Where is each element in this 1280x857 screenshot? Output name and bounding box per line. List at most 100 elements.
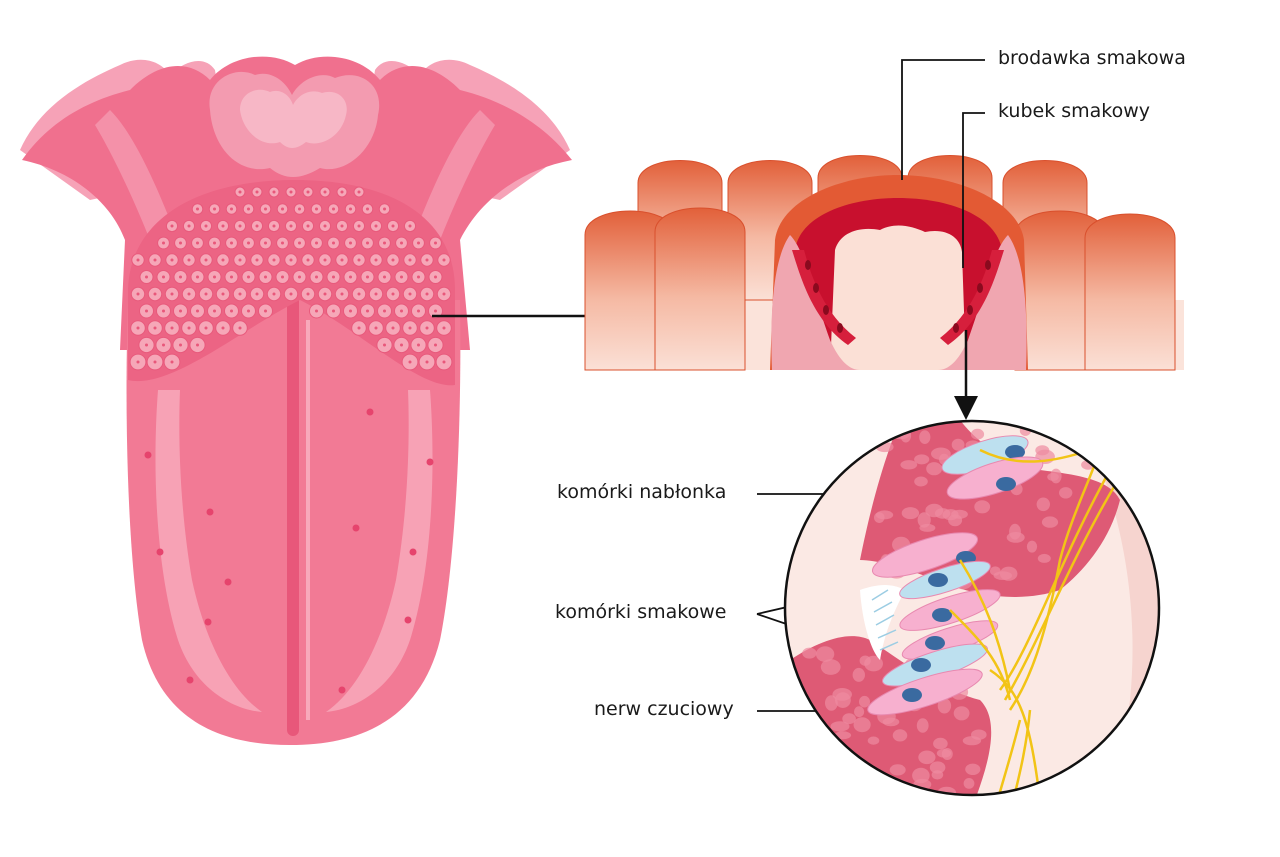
papilla-dot-center [315,275,318,279]
papilla-dot-center [221,326,225,330]
papilla-dot-center [238,224,242,228]
tongue-specks [144,408,434,694]
papilla-dot-center [298,207,301,211]
taste-cell [867,668,983,716]
epithelial-cell [802,647,817,659]
taste-cell-nucleus [1005,445,1025,459]
epithelial-cell [926,462,942,476]
papilla-dot-center [340,258,344,262]
tongue-speck [144,451,152,459]
papilla-dot-center [357,224,361,228]
epithelial-cell [953,706,970,721]
papilla-dot-center [153,326,157,330]
papilla-dot-center [383,207,386,211]
taste-hairs [871,589,899,651]
papilla-dot-center [425,292,429,296]
papilla-dot-center [340,224,344,228]
label-sensory-nerve: nerw czuciowy [594,698,734,720]
epithelial-cell [1026,540,1038,553]
epithelial-cell [859,655,871,666]
tongue-speck [156,548,164,556]
epithelial-cell [866,778,880,790]
tongue-speck [409,548,417,556]
taste-bud-pore [805,260,811,270]
papilla-dot-center [349,207,352,211]
taste-cell-nucleus [925,636,945,650]
papilla-dot-center [136,258,140,262]
papilla-dot-center [434,309,437,313]
epithelial-cell [993,571,1012,580]
epithelial-cell [821,793,836,795]
papilla-dot-center [238,190,242,194]
papilla-dot-center [136,360,140,364]
epithelial-cell [914,476,928,487]
papilla-bump-front [1084,213,1176,371]
epithelial-cell [917,512,931,528]
epithelial-cell [889,800,899,808]
papilla-dot-center [425,258,429,262]
epithelial-cell [918,750,936,765]
papilla-dot-center [374,224,378,228]
epithelial-cell [867,736,880,745]
papilla-dot-center [221,224,225,228]
tongue-speck [352,524,360,532]
epithelial-cell [830,721,850,732]
nerve-fiber-5 [1008,709,1032,795]
papilla-dot-center [323,224,327,228]
epithelial-cell [914,454,930,465]
papilla-dot-center [281,207,284,211]
papilla-dot-center [213,275,216,279]
papilla-dot-center [323,190,327,194]
papilla-cross-section [584,155,1184,371]
epithelial-cell [931,447,951,460]
papilla-dot-center [170,326,174,330]
papilla-dot-center [238,258,242,262]
papilla-dot-center [442,360,446,364]
epithelial-cell [880,783,891,794]
epithelial-cell [825,695,838,711]
papilla-dot-center [383,241,386,245]
papilla-dot-center [221,292,225,296]
papilla-dot-center [247,241,250,245]
nerve-fiber-2 [1003,479,1120,701]
papilla-dot-center [383,343,386,347]
papilla-dot-center [162,309,165,313]
epithelial-cell [929,761,946,774]
papilla-dot-center [366,309,369,313]
epithelial-cell [1006,532,1025,543]
epithelial-cell [832,688,852,701]
taste-cell-nucleus [928,573,948,587]
papilla-dot-center [247,207,250,211]
leader-taste-bud [962,112,985,268]
papilla-dot-center [145,343,148,347]
papilla-dot-center [408,326,412,330]
papilla-dot-center [332,241,335,245]
arrow-papilla-to-zoom [954,330,978,420]
papilla-dot-center [332,207,335,211]
papilla-dot-center [332,309,335,313]
papilla-dot-center [196,275,199,279]
label-epithelial-cells: komórki nabłonka [557,481,727,503]
taste-bud-right-strip [940,250,1004,345]
epithelial-cell [1059,487,1073,499]
nerve-fiber-3 [1008,449,1102,711]
epithelial-cell [870,778,884,793]
papilla-dot-center [400,275,403,279]
taste-bud-pore [967,305,973,315]
epithelial-cell [852,667,865,682]
papilla-dot-center [179,309,182,313]
tongue-speck [206,508,214,516]
papilla-dot-center [383,275,386,279]
tongue-speck [426,458,434,466]
papilla-dot-center [196,241,199,245]
papilla-dot-center [272,224,276,228]
papilla-dot-center [221,258,225,262]
epithelial-cell [941,797,958,806]
papilla-dot-center [383,309,386,313]
papilla-dot-center [145,309,148,313]
papilla-dot-center [213,309,216,313]
papilla-dot-center [264,241,267,245]
tongue-right-highlight [326,390,433,712]
taste-bud-pore [837,323,843,333]
papilla-dot-center [434,241,437,245]
